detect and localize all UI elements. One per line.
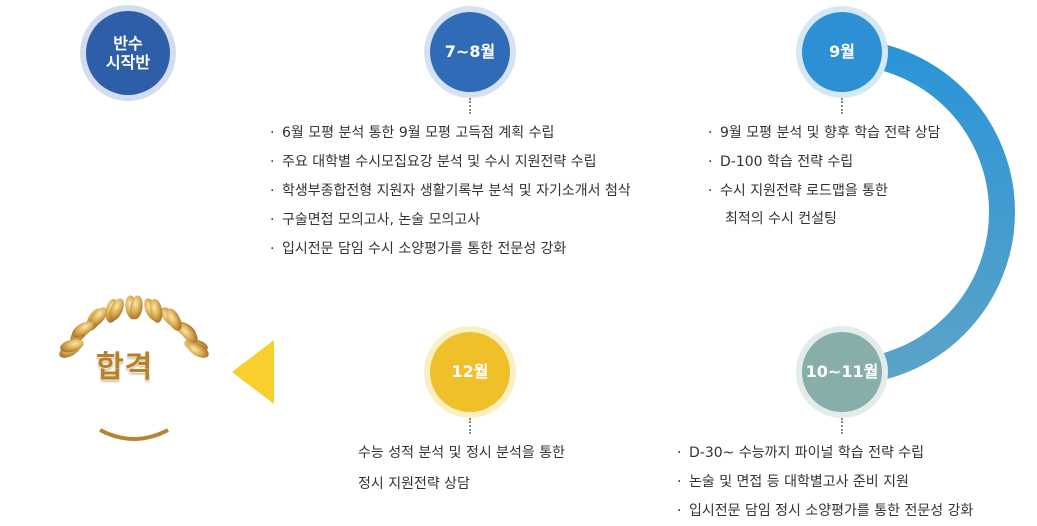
m78-task-item: · 주요 대학별 수시모집요강 분석 및 수시 지원전략 수립: [270, 148, 631, 177]
bullet-dot: ·: [270, 212, 275, 228]
laurel-leaf-icon: [179, 323, 198, 343]
m9-task-text: 9월 모평 분석 및 향후 학습 전략 상담: [720, 125, 941, 141]
laurel-stem-icon: [99, 428, 169, 441]
m1011-task-list: · D-30~ 수능까지 파이널 학습 전략 수립 · 논술 및 면접 등 대학별고사…: [677, 439, 973, 526]
m1011-node-label: 10~11월: [805, 362, 879, 382]
laurel-leaf-icon: [149, 299, 163, 323]
start-node-label: 반수 시작반: [105, 33, 151, 72]
m78-task-item: · 입시전문 담임 수시 소양평가를 통한 전문성 강화: [270, 235, 631, 264]
laurel-leaf-icon: [60, 339, 84, 353]
laurel-leaf-icon: [108, 298, 124, 321]
laurel-wreath-icon: [59, 295, 209, 441]
m9-task-text: 수시 지원전략 로드맵을 통한: [720, 183, 888, 199]
arrow-head-icon: [232, 340, 274, 404]
m1011-node: 10~11월: [802, 332, 882, 412]
m1011-task-text: 입시전문 담임 정시 소양평가를 통한 전문성 강화: [689, 503, 974, 519]
bullet-dot: ·: [708, 154, 713, 170]
m9-task-item: · 9월 모평 분석 및 향후 학습 전략 상담: [708, 119, 940, 148]
m9-task-text: D-100 학습 전략 수립: [720, 154, 854, 170]
m9-node-label: 9월: [829, 42, 855, 62]
m12-description: 수능 성적 분석 및 정시 분석을 통한 정시 지원전략 상담: [358, 445, 566, 492]
m12-connector: [469, 418, 471, 434]
m9-node: 9월: [802, 12, 882, 92]
m78-connector: [469, 98, 471, 114]
m1011-task-text: 논술 및 면접 등 대학별고사 준비 지원: [689, 474, 909, 490]
m78-task-text: 주요 대학별 수시모집요강 분석 및 수시 지원전략 수립: [282, 154, 597, 170]
bullet-dot: ·: [270, 154, 275, 170]
m12-node: 12월: [430, 332, 510, 412]
m9-connector: [841, 98, 843, 114]
m1011-connector: [841, 418, 843, 434]
bullet-dot: ·: [270, 183, 275, 199]
m1011-task-item: · D-30~ 수능까지 파이널 학습 전략 수립: [677, 439, 973, 468]
m12-node-label: 12월: [451, 362, 489, 382]
m78-task-item: · 구술면접 모의고사, 논술 모의고사: [270, 206, 631, 235]
m78-task-text: 구술면접 모의고사, 논술 모의고사: [282, 212, 481, 228]
m78-node: 7~8월: [430, 12, 510, 92]
laurel-leaf-icon: [166, 308, 182, 331]
m9-task-item: · 수시 지원전략 로드맵을 통한: [708, 177, 940, 206]
m78-task-item: · 6월 모평 분석 통한 9월 모평 고득점 계획 수립: [270, 119, 631, 148]
m78-task-list: · 6월 모평 분석 통한 9월 모평 고득점 계획 수립 · 주요 대학별 수시모집…: [270, 119, 631, 264]
laurel-leaf-icon: [130, 295, 143, 320]
bullet-dot: ·: [708, 125, 713, 141]
m1011-task-item: · 입시전문 담임 정시 소양평가를 통한 전문성 강화: [677, 497, 973, 526]
bullet-dot: ·: [708, 183, 713, 199]
m1011-task-text: D-30~ 수능까지 파이널 학습 전략 수립: [689, 445, 925, 461]
bullet-dot: ·: [677, 474, 682, 490]
bullet-dot: ·: [270, 125, 275, 141]
m9-task-item: · D-100 학습 전략 수립: [708, 148, 940, 177]
bullet-dot: ·: [677, 445, 682, 461]
m78-node-label: 7~8월: [444, 42, 496, 62]
goal-label: 합격: [96, 350, 154, 385]
m9-task-continuation: 최적의 수시 컨설팅: [725, 211, 837, 227]
start-node: 반수 시작반: [86, 11, 170, 95]
bullet-dot: ·: [270, 241, 275, 257]
m78-task-text: 6월 모평 분석 통한 9월 모평 고득점 계획 수립: [282, 125, 555, 141]
laurel-leaf-icon: [187, 341, 209, 358]
m78-task-text: 입시전문 담임 수시 소양평가를 통한 전문성 강화: [282, 241, 567, 257]
m1011-task-item: · 논술 및 면접 등 대학별고사 준비 지원: [677, 468, 973, 497]
m78-task-item: · 학생부종합전형 지원자 생활기록부 분석 및 자기소개서 첨삭: [270, 177, 631, 206]
laurel-leaf-icon: [71, 321, 94, 338]
bullet-dot: ·: [677, 503, 682, 519]
laurel-leaf-icon: [88, 307, 108, 327]
m78-task-text: 학생부종합전형 지원자 생활기록부 분석 및 자기소개서 첨삭: [282, 183, 631, 199]
m9-task-list: · 9월 모평 분석 및 향후 학습 전략 상담 · D-100 학습 전략 수립 · 수…: [708, 119, 940, 206]
track-turn: [828, 39, 1015, 385]
